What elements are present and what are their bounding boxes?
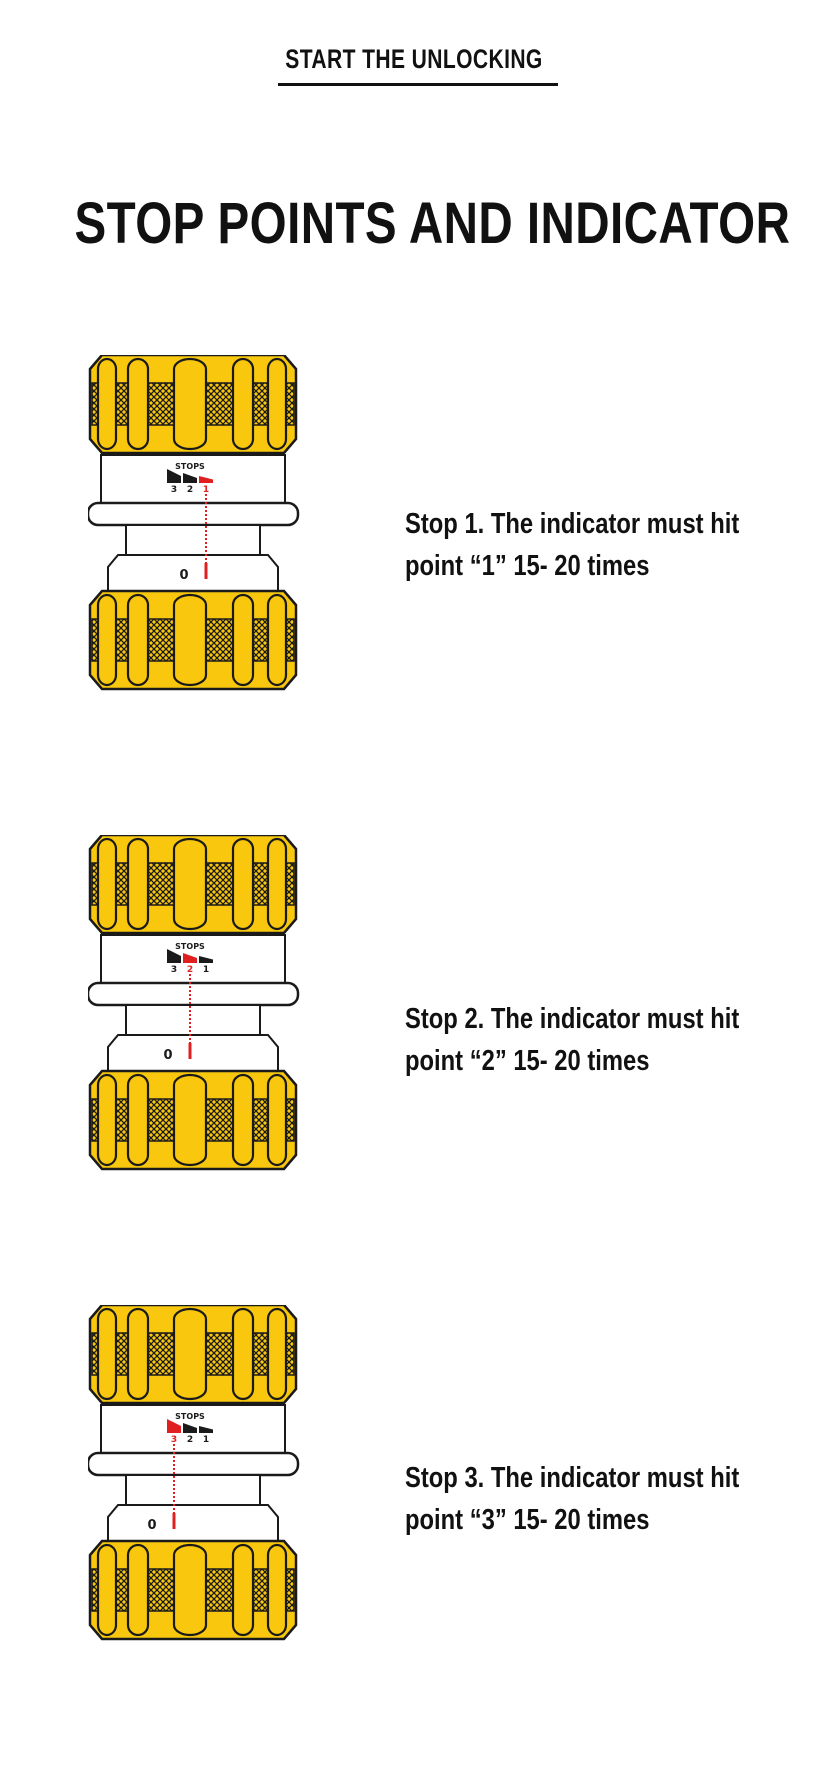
- neck: [125, 1474, 261, 1506]
- stops-label: STOPS: [175, 942, 205, 951]
- flange: [88, 501, 300, 527]
- bottom-knurl-ring: [88, 1539, 298, 1641]
- neck: [125, 524, 261, 556]
- stop-number-1: 1: [203, 1435, 209, 1445]
- grip-rib: [172, 357, 208, 451]
- zero-mark: 0: [163, 1048, 172, 1063]
- indicator-mark: [188, 1043, 192, 1059]
- grip-rib: [126, 1307, 150, 1401]
- grip-rib: [126, 357, 150, 451]
- flange: [88, 981, 300, 1007]
- grip-rib: [96, 593, 118, 687]
- header-underline: [278, 83, 558, 86]
- header-label: START THE UNLOCKING: [285, 44, 543, 74]
- base-collar: [107, 554, 279, 592]
- grip-rib: [231, 1307, 255, 1401]
- grip-rib: [126, 593, 150, 687]
- grip-rib: [172, 593, 208, 687]
- grip-rib: [231, 1543, 255, 1637]
- step-1-caption: Stop 1. The indicator must hit point “1”…: [405, 503, 749, 587]
- grip-rib: [231, 1073, 255, 1167]
- stop-wedge-2: [183, 1423, 197, 1433]
- step-3-caption: Stop 3. The indicator must hit point “3”…: [405, 1457, 749, 1541]
- grip-rib: [172, 1307, 208, 1401]
- stop-number-3: 3: [171, 965, 177, 975]
- stop-wedge-3: [167, 469, 181, 483]
- stop-number-2: 2: [187, 1435, 193, 1445]
- grip-rib: [231, 357, 255, 451]
- grip-rib: [266, 1543, 288, 1637]
- page-title: STOP POINTS AND INDICATOR: [74, 191, 791, 256]
- zero-mark: 0: [179, 568, 188, 583]
- step-2-caption: Stop 2. The indicator must hit point “2”…: [405, 998, 749, 1082]
- stops-label: STOPS: [175, 462, 205, 471]
- stop-wedge-2: [183, 473, 197, 483]
- indicator-mark: [172, 1513, 176, 1529]
- neck: [125, 1004, 261, 1036]
- base-collar: [107, 1504, 279, 1542]
- step-2-caption-line1: Stop 2. The indicator must hit: [405, 1003, 740, 1035]
- zero-mark: 0: [147, 1518, 156, 1533]
- grip-rib: [231, 837, 255, 931]
- step-3-caption-line2: point “3” 15- 20 times: [405, 1504, 650, 1536]
- grip-rib: [96, 357, 118, 451]
- stop-number-2: 2: [187, 965, 193, 975]
- stop-number-1: 1: [203, 485, 209, 495]
- grip-rib: [266, 357, 288, 451]
- grip-rib: [96, 837, 118, 931]
- stop-wedge-3: [167, 949, 181, 963]
- flange: [88, 1451, 300, 1477]
- stop-wedge-1: [199, 1426, 213, 1433]
- grip-rib: [96, 1073, 118, 1167]
- grip-rib: [126, 1543, 150, 1637]
- grip-rib: [266, 593, 288, 687]
- stop-wedge-2: [183, 953, 197, 963]
- grip-rib: [96, 1543, 118, 1637]
- stop-wedge-1: [199, 956, 213, 963]
- grip-rib: [172, 837, 208, 931]
- grip-rib: [231, 593, 255, 687]
- grip-rib: [266, 837, 288, 931]
- stop-number-3: 3: [171, 1435, 177, 1445]
- stop-number-2: 2: [187, 485, 193, 495]
- stop-wedge-3: [167, 1419, 181, 1433]
- step-1-caption-line1: Stop 1. The indicator must hit: [405, 508, 740, 540]
- stops-label: STOPS: [175, 1412, 205, 1421]
- base-collar: [107, 1034, 279, 1072]
- top-knurl-ring: [88, 355, 298, 455]
- top-knurl-ring: [88, 1305, 298, 1405]
- grip-rib: [172, 1543, 208, 1637]
- grip-rib: [266, 1307, 288, 1401]
- stop-number-1: 1: [203, 965, 209, 975]
- bottom-knurl-ring: [88, 1069, 298, 1171]
- grip-rib: [266, 1073, 288, 1167]
- grip-rib: [172, 1073, 208, 1167]
- indicator-mark: [204, 563, 208, 579]
- step-2-caption-line2: point “2” 15- 20 times: [405, 1045, 650, 1077]
- step-1-caption-line2: point “1” 15- 20 times: [405, 550, 650, 582]
- top-knurl-ring: [88, 835, 298, 935]
- grip-rib: [96, 1307, 118, 1401]
- grip-rib: [126, 837, 150, 931]
- step-3-caption-line1: Stop 3. The indicator must hit: [405, 1462, 740, 1494]
- grip-rib: [126, 1073, 150, 1167]
- stop-number-3: 3: [171, 485, 177, 495]
- stop-wedge-1: [199, 476, 213, 483]
- bottom-knurl-ring: [88, 589, 298, 691]
